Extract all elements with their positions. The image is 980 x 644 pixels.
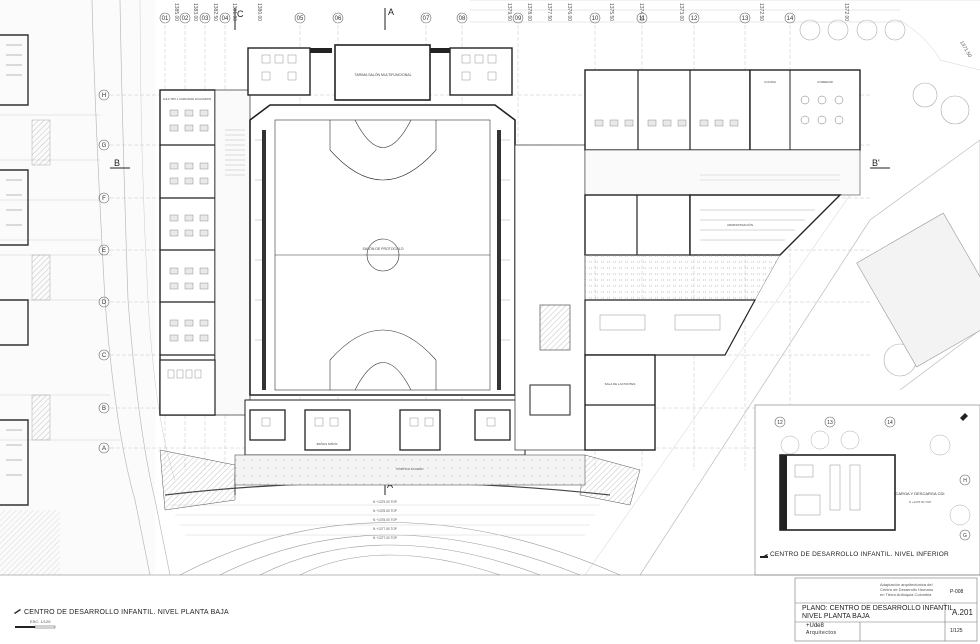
svg-text:1382.50: 1382.50	[212, 3, 218, 21]
grid-label-col: 13	[742, 16, 749, 22]
section-a-label: A	[388, 7, 394, 17]
main-plan-scale: ESC: 1/125	[30, 619, 51, 624]
grid-label-col: 01	[162, 16, 169, 22]
svg-text:N +1378.00 TOP: N +1378.00 TOP	[373, 518, 397, 522]
grid-bubbles-left: H G F E D C B A	[98, 89, 110, 454]
loading-label: CARGA Y DESCARGA CDI	[896, 491, 945, 496]
svg-text:1372.50: 1372.50	[758, 3, 764, 21]
inset-lower-level: 12 13 14 H G CARGA Y DESCARGA CDI N +137…	[754, 404, 980, 576]
svg-text:1379.50: 1379.50	[506, 3, 512, 21]
svg-text:1385.00: 1385.00	[173, 3, 179, 21]
svg-text:1381.00: 1381.00	[231, 3, 237, 21]
caption-icon	[14, 554, 768, 614]
svg-text:1378.00: 1378.00	[526, 3, 532, 21]
inset-grid-label: 12	[777, 420, 783, 426]
inset-grid-label: 14	[887, 420, 893, 426]
project-description: Adaptación arquitectónica del Centro de …	[880, 582, 934, 597]
svg-text:1372.00: 1372.00	[843, 3, 849, 21]
svg-text:1380.00: 1380.00	[256, 3, 262, 21]
grid-label-col: 08	[459, 16, 466, 22]
grid-label-col: 07	[423, 16, 430, 22]
svg-text:N +1379.00 TOP: N +1379.00 TOP	[373, 500, 397, 504]
grid-label-col: 12	[691, 16, 698, 22]
grid-label-col: 06	[335, 16, 342, 22]
kitchen-label: COCINA	[764, 80, 776, 84]
firm-name-line1: +Ude8	[806, 623, 824, 629]
svg-text:N +1377.00 TOP: N +1377.00 TOP	[373, 536, 397, 540]
grid-label-row: F	[102, 196, 106, 202]
sheet-scale: 1/125	[950, 628, 963, 634]
svg-text:1376.00: 1376.00	[566, 3, 572, 21]
section-c-label: C	[237, 9, 244, 19]
inset-row-label: G	[963, 533, 967, 539]
grid-bubbles-top: 01 02 03 04 05 06 07 08 09 10 11 12 13 1…	[159, 12, 796, 24]
grid-label-col: 11	[639, 16, 646, 22]
svg-text:1375.50: 1375.50	[608, 3, 614, 21]
sheet-code: A.201	[952, 608, 973, 617]
grid-label-col: 05	[297, 16, 304, 22]
grid-label-row: G	[102, 143, 107, 149]
section-b-label: B	[114, 158, 120, 168]
grid-label-col: 02	[182, 16, 189, 22]
svg-text:N +1378.50 TOP: N +1378.50 TOP	[373, 509, 397, 513]
grid-label-row: B	[102, 406, 106, 412]
grid-label-col: 09	[515, 16, 522, 22]
stair-levels: N +1379.00 TOP N +1378.50 TOP N +1378.00…	[373, 500, 397, 540]
loading-level: N +1376.00 TOP	[909, 500, 932, 504]
grid-label-col: 03	[202, 16, 209, 22]
plan-title-line2: NIVEL PLANTA BAJA	[802, 613, 870, 620]
plan-title-line1: PLANO: CENTRO DE DESARROLLO INFANTIL.	[802, 605, 956, 612]
sheet-subcode: P-008	[950, 589, 964, 595]
site-context	[0, 0, 980, 576]
inset-row-label: H	[963, 478, 967, 484]
svg-text:N +1377.50 TOP: N +1377.50 TOP	[373, 527, 397, 531]
inset-grid-label: 13	[827, 420, 833, 426]
svg-text:1374.50: 1374.50	[638, 3, 644, 21]
svg-text:1383.00: 1383.00	[192, 3, 198, 21]
grid-label-row: A	[102, 446, 106, 452]
svg-text:1373.00: 1373.00	[678, 3, 684, 21]
lavatory-label: BAÑOS NIÑOS	[317, 441, 338, 446]
grid-label-row: E	[102, 248, 106, 254]
inset-plan-caption: CENTRO DE DESARROLLO INFANTIL. NIVEL INF…	[770, 551, 949, 558]
grid-label-row: H	[102, 93, 106, 99]
grid-label-col: 10	[592, 16, 599, 22]
svg-text:1377.50: 1377.50	[546, 3, 552, 21]
stage-label: TARIMA SALÓN MULTIFUNCIONAL	[354, 72, 411, 77]
grid-label-col: 04	[222, 16, 229, 22]
dining-label: COMEDOR	[817, 80, 834, 84]
main-plan-caption: CENTRO DE DESARROLLO INFANTIL. NIVEL PLA…	[24, 609, 229, 616]
court-label: SALÓN DE PROTOCOLO	[363, 246, 404, 251]
grid-label-row: D	[102, 300, 107, 306]
classroom-label: AULA TIPO 1 CAPACIDAD 18 ALUMNOS	[163, 97, 211, 101]
section-b-prime-label: B'	[872, 158, 880, 168]
grid-label-col: 14	[787, 16, 794, 22]
admin-label: ADMINISTRACIÓN	[727, 222, 753, 227]
svg-text:1371.50: 1371.50	[958, 40, 972, 59]
grid-label-row: C	[102, 353, 107, 359]
porch-label: PÓRTICO ACCESO	[397, 466, 425, 471]
building-main: SALÓN DE PROTOCOLO TARIMA SALÓN MULTIFUN…	[159, 44, 861, 511]
title-block-frame	[0, 574, 980, 642]
firm-name-line2: Arquitectos	[806, 630, 837, 636]
nursery-label: SALA DE LACTANTES	[605, 382, 636, 386]
